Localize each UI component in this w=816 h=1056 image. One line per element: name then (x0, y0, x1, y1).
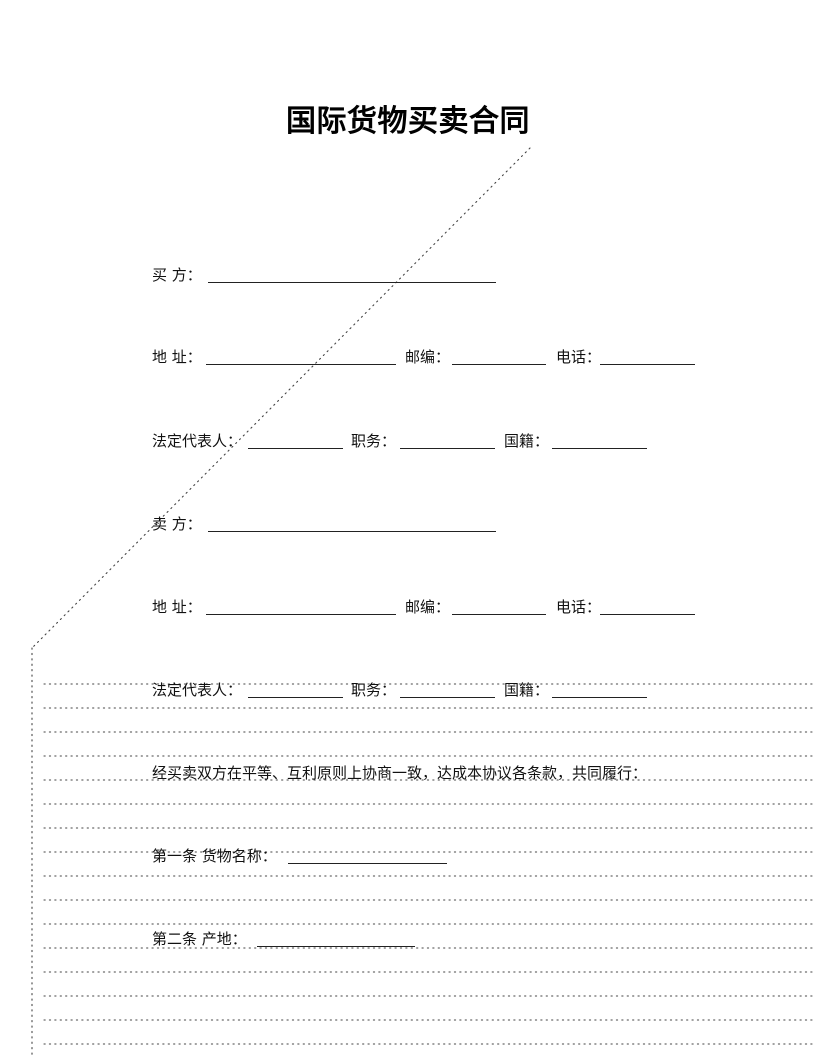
buyer-nationality-label: 国籍： (504, 432, 550, 450)
buyer-zip-field[interactable] (452, 364, 546, 365)
seller-label: 卖 方： (152, 515, 202, 533)
seller-name-field[interactable] (208, 531, 496, 532)
buyer-phone-field[interactable] (600, 364, 695, 365)
seller-phone-field[interactable] (600, 614, 695, 615)
goods-name-field[interactable] (288, 863, 447, 864)
seller-position-field[interactable] (400, 697, 495, 698)
article-1-label: 第一条 货物名称： (152, 847, 277, 865)
article-2-label: 第二条 产地： (152, 930, 247, 948)
document-title: 国际货物买卖合同 (286, 104, 530, 139)
seller-zip-field[interactable] (452, 614, 546, 615)
seller-address-field[interactable] (206, 614, 396, 615)
buyer-name-field[interactable] (208, 282, 496, 283)
seller-phone-label: 电话： (556, 598, 602, 616)
buyer-zip-label: 邮编： (405, 348, 451, 366)
seller-rep-label: 法定代表人： (152, 681, 243, 699)
seller-rep-field[interactable] (248, 697, 343, 698)
seller-nationality-label: 国籍： (504, 681, 550, 699)
buyer-address-field[interactable] (206, 364, 396, 365)
buyer-phone-label: 电话： (556, 348, 602, 366)
seller-position-label: 职务： (351, 681, 397, 699)
seller-nationality-field[interactable] (552, 697, 647, 698)
buyer-position-field[interactable] (400, 448, 495, 449)
seller-address-label: 地 址： (152, 598, 202, 616)
buyer-label: 买 方： (152, 266, 202, 284)
buyer-position-label: 职务： (351, 432, 397, 450)
seller-zip-label: 邮编： (405, 598, 451, 616)
diagonal-guide (31, 147, 531, 649)
preamble-text: 经买卖双方在平等、互利原则上协商一致，达成本协议各条款，共同履行： (152, 764, 648, 782)
buyer-rep-field[interactable] (248, 448, 343, 449)
origin-field[interactable] (257, 946, 415, 947)
buyer-nationality-field[interactable] (552, 448, 647, 449)
buyer-rep-label: 法定代表人： (152, 432, 243, 450)
buyer-address-label: 地 址： (152, 348, 202, 366)
